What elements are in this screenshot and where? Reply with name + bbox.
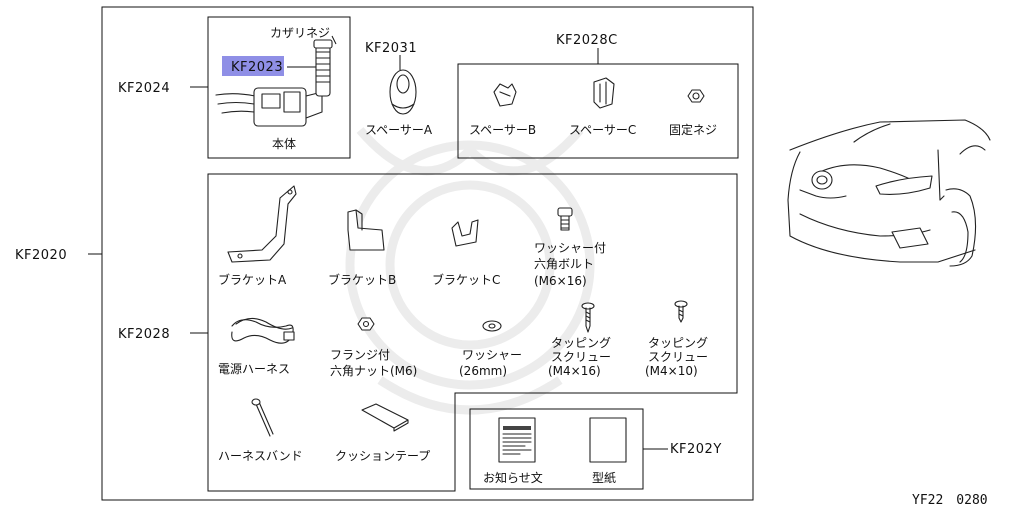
label-honntai: 本体 — [272, 137, 296, 151]
car-front-icon — [787, 119, 991, 267]
main-unit-icon — [215, 39, 333, 127]
main-frame — [101, 6, 754, 501]
label-washer-2: (26mm) — [459, 364, 507, 378]
washer-icon — [482, 320, 502, 332]
clip-group-box — [457, 63, 739, 159]
spacer-c-icon — [593, 77, 615, 109]
label-harness-band: ハーネスバンド — [218, 449, 303, 463]
label-tap16-2: スクリュー — [551, 350, 611, 364]
label-tap10-2: スクリュー — [648, 350, 708, 364]
label-tap16-3: (M4×16) — [548, 364, 601, 378]
label-flange-nut-1: フランジ付 — [330, 348, 390, 362]
code-docs-group: KF202Y — [670, 442, 722, 457]
code-hardware-group: KF2028 — [118, 327, 170, 342]
power-harness-icon — [231, 317, 295, 344]
label-washer-bolt-1: ワッシャー付 — [534, 241, 606, 255]
code-main: KF2020 — [15, 248, 67, 263]
bracket-b-icon — [347, 209, 385, 251]
label-flange-nut-2: 六角ナット(M6) — [330, 364, 417, 378]
label-bracket-a: ブラケットA — [218, 272, 287, 287]
label-kazari-neji: カザリネジ — [270, 26, 330, 40]
label-washer-bolt-2: 六角ボルト — [534, 257, 594, 271]
label-washer-1: ワッシャー — [462, 348, 522, 362]
label-bracket-c: ブラケットC — [432, 272, 500, 287]
notice-document-icon — [498, 417, 536, 463]
label-tap16-1: タッピング — [551, 336, 611, 350]
fixing-nut-icon — [687, 89, 705, 103]
label-bracket-b: ブラケットB — [328, 272, 396, 287]
tapping-screw-10-icon — [674, 300, 688, 323]
label-tap10-1: タッピング — [648, 336, 708, 350]
label-spacer-b: スペーサーB — [469, 123, 536, 137]
flange-nut-icon — [357, 317, 375, 331]
code-clip-group: KF2028C — [556, 33, 618, 48]
spacer-b-icon — [493, 83, 517, 107]
hardware-group-box — [207, 173, 738, 492]
reference-code: YF22 0280 — [912, 493, 988, 508]
harness-band-icon — [251, 398, 274, 437]
label-spacer-c: スペーサーC — [569, 123, 636, 137]
label-kotei-neji: 固定ネジ — [669, 122, 717, 137]
label-cushion-tape: クッションテープ — [335, 449, 430, 463]
label-template: 型紙 — [592, 470, 616, 485]
bracket-a-icon — [227, 185, 297, 263]
label-spacer-a: スペーサーA — [365, 123, 433, 137]
highlight-box — [222, 56, 284, 76]
code-unit-group: KF2024 — [118, 81, 170, 96]
template-document-icon — [589, 417, 627, 463]
code-part-2023: KF2023 — [231, 60, 283, 75]
label-tap10-3: (M4×10) — [645, 364, 698, 378]
spacer-a-icon — [389, 69, 417, 115]
tapping-screw-16-icon — [581, 302, 595, 333]
label-notice: お知らせ文 — [483, 470, 543, 485]
code-part-2031: KF2031 — [365, 41, 417, 56]
washer-bolt-icon — [557, 207, 573, 231]
bracket-c-icon — [451, 219, 479, 247]
label-harness: 電源ハーネス — [218, 362, 290, 376]
label-washer-bolt-3: (M6×16) — [534, 274, 587, 288]
cushion-tape-icon — [361, 403, 409, 432]
